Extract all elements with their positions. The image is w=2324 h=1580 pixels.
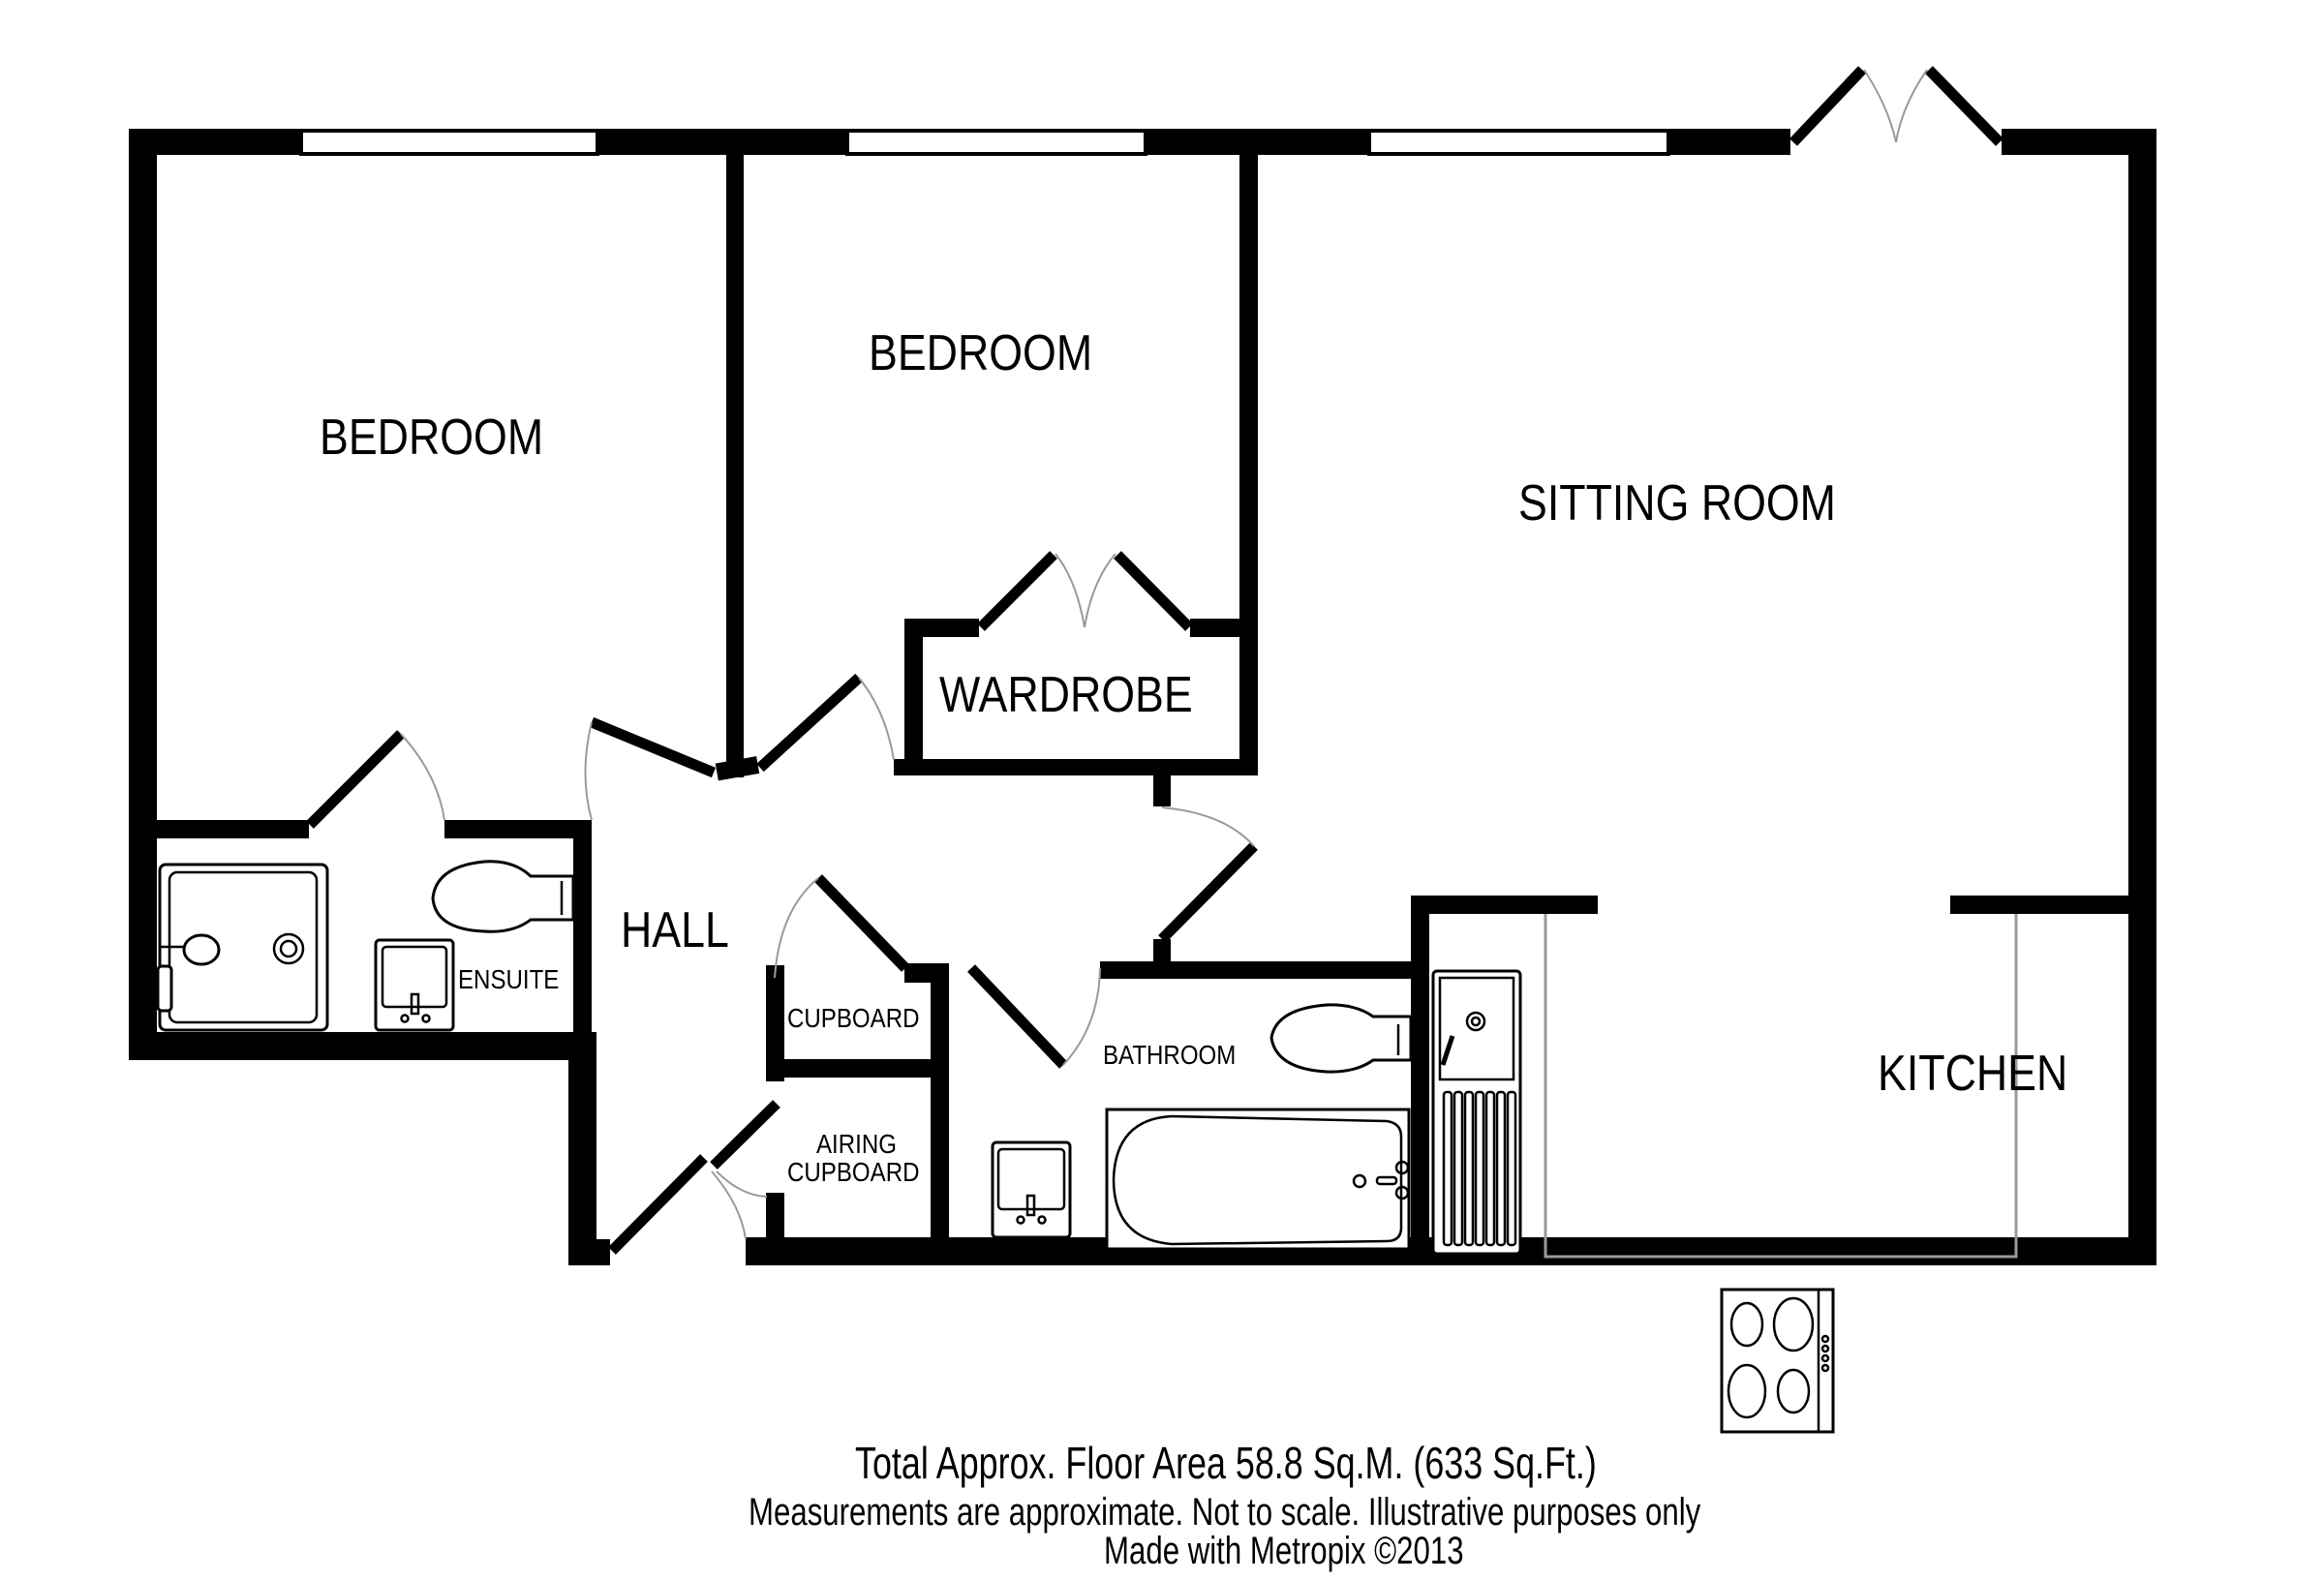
label-sitting-room: SITTING ROOM <box>1518 475 1836 532</box>
label-ensuite: ENSUITE <box>458 964 560 994</box>
shower-tray-icon <box>156 863 329 1032</box>
door-bedroom-1 <box>584 716 717 821</box>
door-cupboard <box>774 874 909 979</box>
label-cupboard: CUPBOARD <box>787 1003 920 1033</box>
french-door-sitting-room <box>1789 66 2003 146</box>
interior-walls <box>157 155 2134 1239</box>
label-bedroom-2: BEDROOM <box>869 325 1093 381</box>
credit-text: Made with Metropix ©2013 <box>1104 1530 1464 1572</box>
kitchen-sink-icon <box>1431 969 1522 1256</box>
kitchen-fixtures <box>1431 914 2018 1434</box>
label-bedroom-1: BEDROOM <box>320 410 544 466</box>
label-kitchen: KITCHEN <box>1878 1046 2068 1102</box>
door-bedroom-2 <box>756 673 895 773</box>
label-airing-cupboard-line1: AIRING <box>816 1129 897 1159</box>
floor-area-summary: Total Approx. Floor Area 58.8 Sq.M. (633… <box>855 1438 1597 1488</box>
label-hall: HALL <box>621 902 729 958</box>
label-bathroom: BATHROOM <box>1103 1040 1237 1070</box>
window-sitting-room <box>1367 129 1670 156</box>
label-wardrobe: WARDROBE <box>939 667 1193 723</box>
bath-icon <box>1105 1108 1411 1251</box>
hob-icon <box>1720 1288 1835 1434</box>
toilet-icon <box>431 860 575 933</box>
ensuite-fixtures <box>156 860 575 1032</box>
doors <box>306 66 2003 1255</box>
disclaimer-text: Measurements are approximate. Not to sca… <box>749 1491 1701 1534</box>
door-entrance <box>608 1154 747 1255</box>
label-airing-cupboard-line2: CUPBOARD <box>787 1157 920 1187</box>
kitchen-counter-outline <box>1544 914 2018 1259</box>
exterior-walls <box>129 129 2156 1265</box>
door-bathroom <box>967 964 1101 1069</box>
door-ensuite <box>306 730 445 829</box>
windows <box>299 129 1670 156</box>
window-bedroom-2 <box>845 129 1147 156</box>
bathroom-fixtures <box>991 1003 1413 1251</box>
washbasin-icon <box>374 938 455 1032</box>
washbasin-icon <box>991 1140 1072 1239</box>
window-bedroom-1 <box>299 129 599 156</box>
door-sitting-room <box>1158 806 1258 943</box>
toilet-icon <box>1269 1003 1413 1074</box>
door-airing-cupboard <box>710 1100 780 1198</box>
wardrobe-doors <box>977 551 1193 631</box>
